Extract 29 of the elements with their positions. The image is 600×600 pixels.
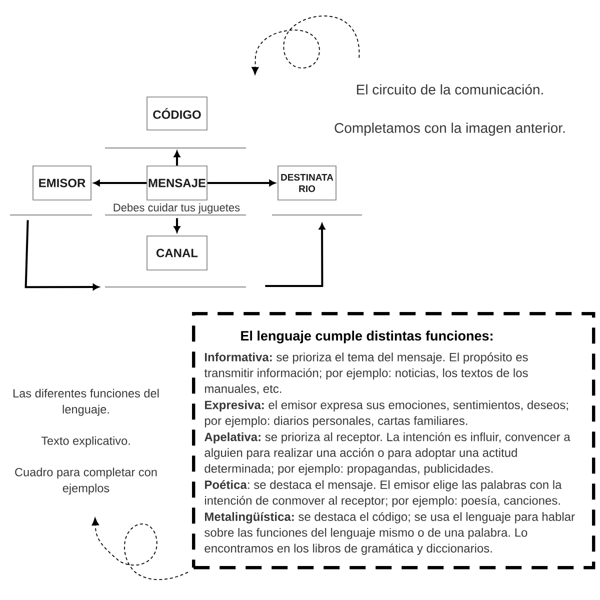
arrow: [94, 180, 147, 186]
fill-in-line: [272, 214, 362, 216]
fill-in-line: [10, 214, 92, 216]
fill-in-line: [105, 286, 246, 288]
note-text: Completamos con la imagen anterior.: [334, 122, 565, 136]
arrow: [207, 180, 276, 186]
arrow: [265, 223, 326, 287]
panel-heading: El lenguaje cumple distintas funciones:: [241, 330, 492, 344]
note-text: El circuito de la comunicación.: [357, 84, 543, 95]
fill-in-line: [105, 214, 246, 216]
note-text: Las diferentes funciones del lenguaje.: [14, 388, 159, 416]
paragraph: Poética: se destaca el mensaje. El emisor elige las palabras con la intención de conmover al receptor; por ejemplo: poesía, canciones.: [205, 480, 562, 508]
curly-arrow: [92, 518, 188, 580]
curly-arrow: [252, 16, 360, 75]
concept-box: CANAL: [146, 236, 208, 270]
concept-box: DESTINATA RIO: [278, 166, 336, 200]
concept-box: MENSAJE: [146, 166, 208, 200]
note-text: Texto explicativo.: [41, 436, 130, 448]
arrow: [24, 220, 100, 290]
arrow: [174, 150, 180, 166]
paragraph: Expresiva: el emisor expresa sus emociones, sentimientos, deseos; por ejemplo: diarios personales, cartas familiares.: [204, 400, 568, 428]
concept-box: EMISOR: [32, 166, 92, 200]
arrow: [174, 218, 180, 232]
paragraph: Apelativa: se prioriza al receptor. La intención es influir, convencer a alguien para realizar una acción o para adoptar una actitud determinada; por ejemplo: propagandas, publicidades.: [204, 432, 570, 476]
paragraph: Informativa: se prioriza el tema del mensaje. El propósito es transmitir información; por ejemplo: noticias, los textos de los manuales, etc.: [204, 352, 528, 394]
answer-text: Debes cuidar tus juguetes: [114, 203, 240, 214]
paragraph: Metalingüística: se destaca el código; se usa el lenguaje para hablar sobre las funciones del lenguaje mismo o de una palabra. Lo encontramos en los libros de gramática y diccionarios.: [204, 512, 575, 555]
concept-box: CÓDIGO: [146, 96, 208, 130]
note-text: Cuadro para completar con ejemplos: [15, 468, 157, 495]
